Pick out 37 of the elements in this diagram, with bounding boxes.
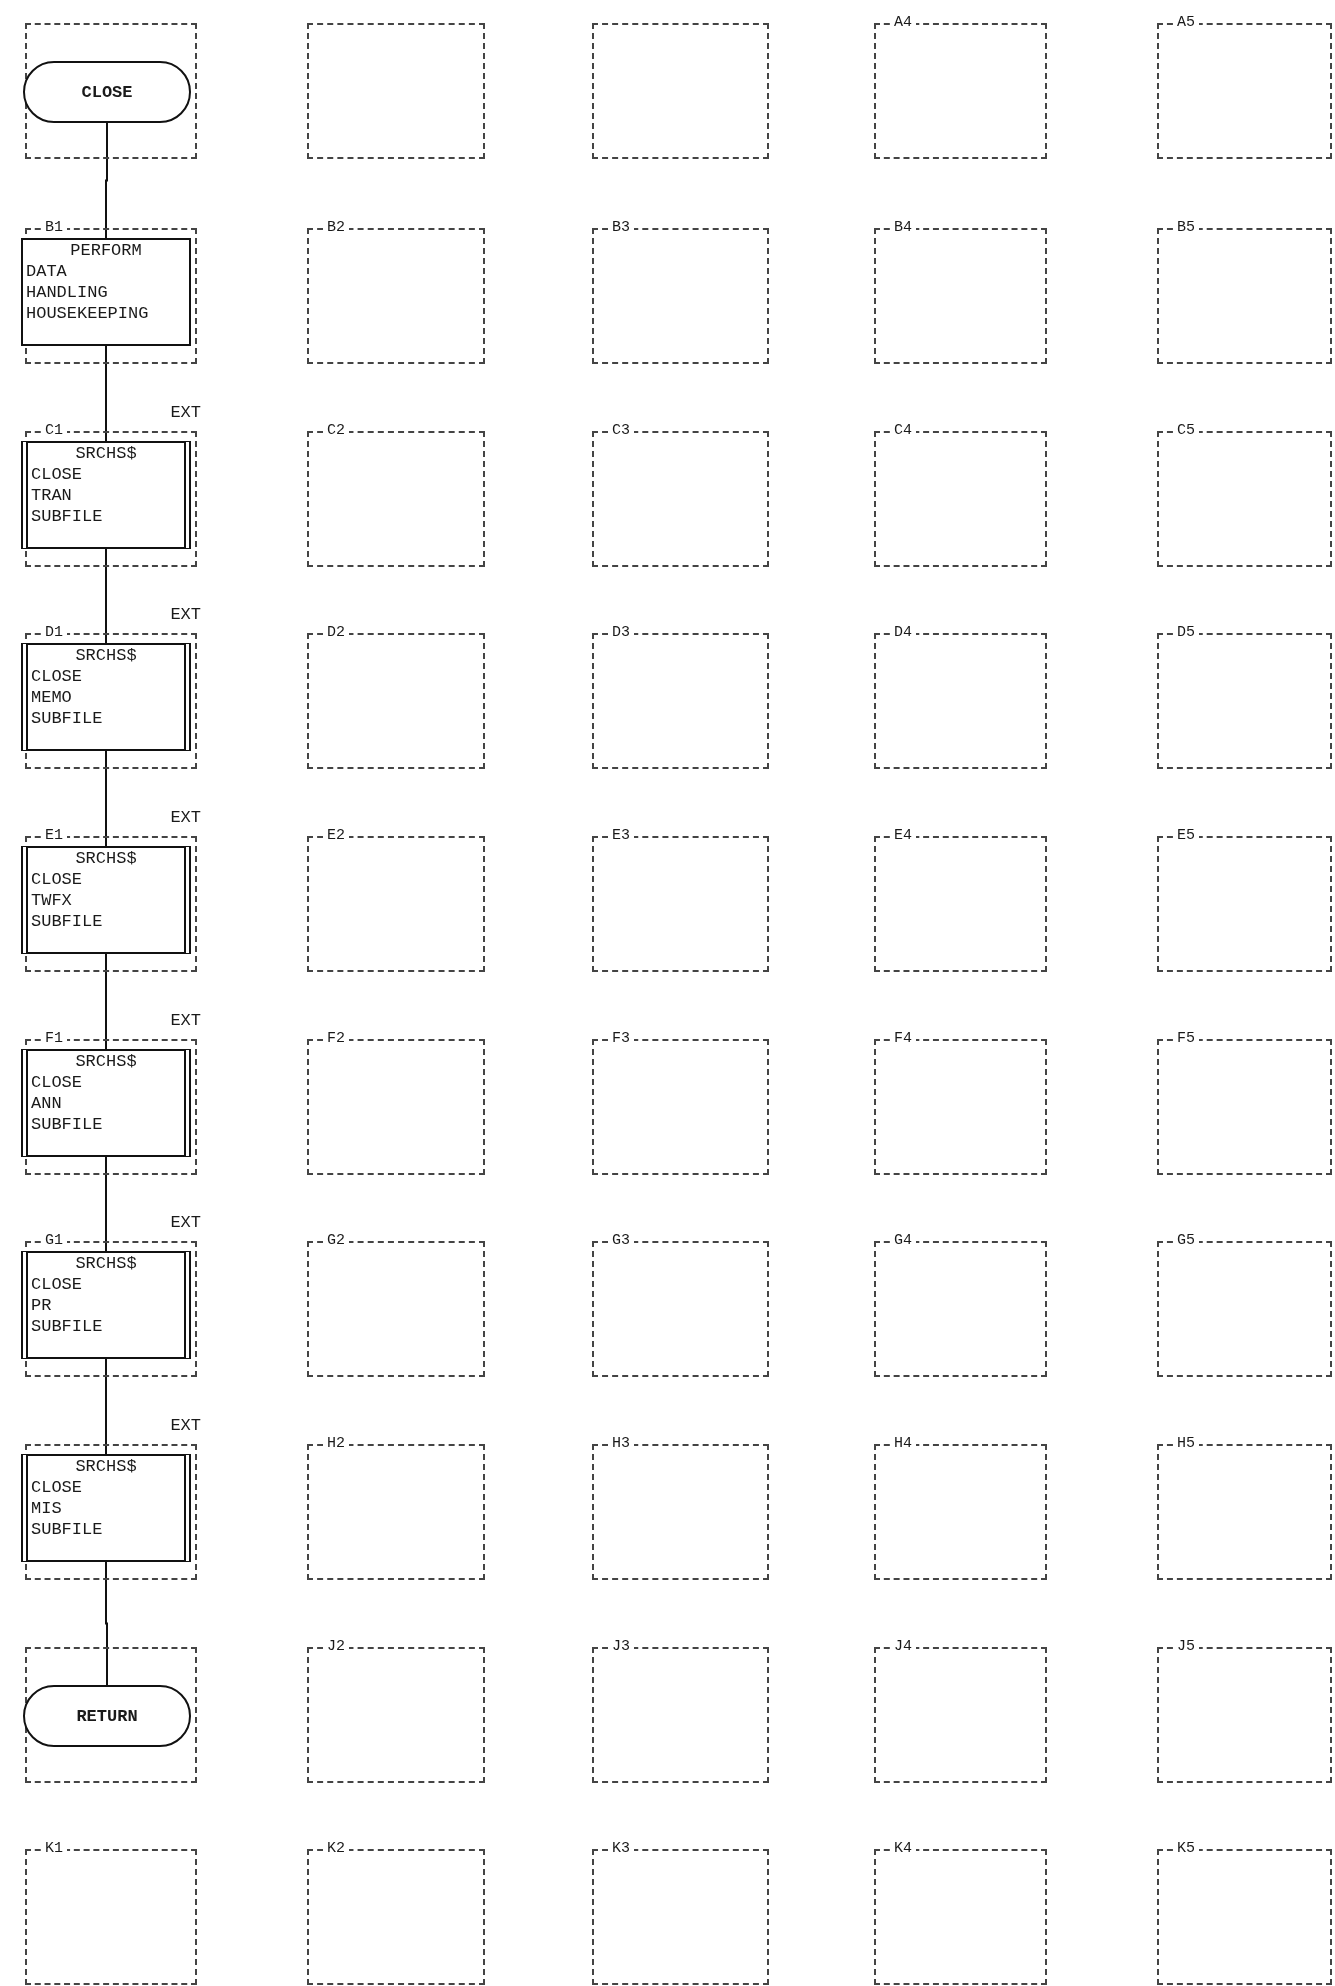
- box-heading: SRCHS$: [74, 1253, 138, 1274]
- connector-line: [105, 1156, 107, 1252]
- terminal-shape: [23, 61, 191, 123]
- predefined-process-box: [21, 1251, 191, 1359]
- box-text: CLOSE PR SUBFILE: [30, 1274, 103, 1337]
- box-heading: SRCHS$: [74, 848, 138, 869]
- box-heading: SRCHS$: [74, 1051, 138, 1072]
- box-heading: SRCHS$: [74, 1456, 138, 1477]
- box-text: CLOSE TWFX SUBFILE: [30, 869, 103, 932]
- predefined-process-box: [21, 1049, 191, 1157]
- predefined-process-box: [21, 643, 191, 751]
- predefined-process-box: [21, 1454, 191, 1562]
- box-text: CLOSE MEMO SUBFILE: [30, 666, 103, 729]
- box-heading: SRCHS$: [74, 443, 138, 464]
- connector-line: [105, 953, 107, 1050]
- box-heading: CLOSE: [81, 81, 133, 103]
- connector-line: [105, 548, 107, 644]
- box-heading: SRCHS$: [74, 645, 138, 666]
- process-box: [21, 238, 191, 346]
- grid-cell: [25, 1647, 197, 1783]
- connector-line: [105, 122, 108, 239]
- connector-line: [105, 1358, 107, 1455]
- box-text: CLOSE MIS SUBFILE: [30, 1477, 103, 1540]
- predefined-process-box: [21, 441, 191, 549]
- box-text: DATA HANDLING HOUSEKEEPING: [25, 261, 149, 324]
- grid-cell: [25, 23, 197, 159]
- terminal-shape: [23, 1685, 191, 1747]
- box-heading: RETURN: [76, 1705, 138, 1727]
- connector-line: [105, 345, 107, 442]
- connector-line: [105, 750, 107, 847]
- box-text: CLOSE ANN SUBFILE: [30, 1072, 103, 1135]
- predefined-process-box: [21, 846, 191, 954]
- grid-cell: [307, 23, 485, 159]
- grid-cell: [592, 23, 769, 159]
- box-heading: PERFORM: [69, 240, 143, 261]
- box-text: CLOSE TRAN SUBFILE: [30, 464, 103, 527]
- connector-line: [105, 1561, 108, 1686]
